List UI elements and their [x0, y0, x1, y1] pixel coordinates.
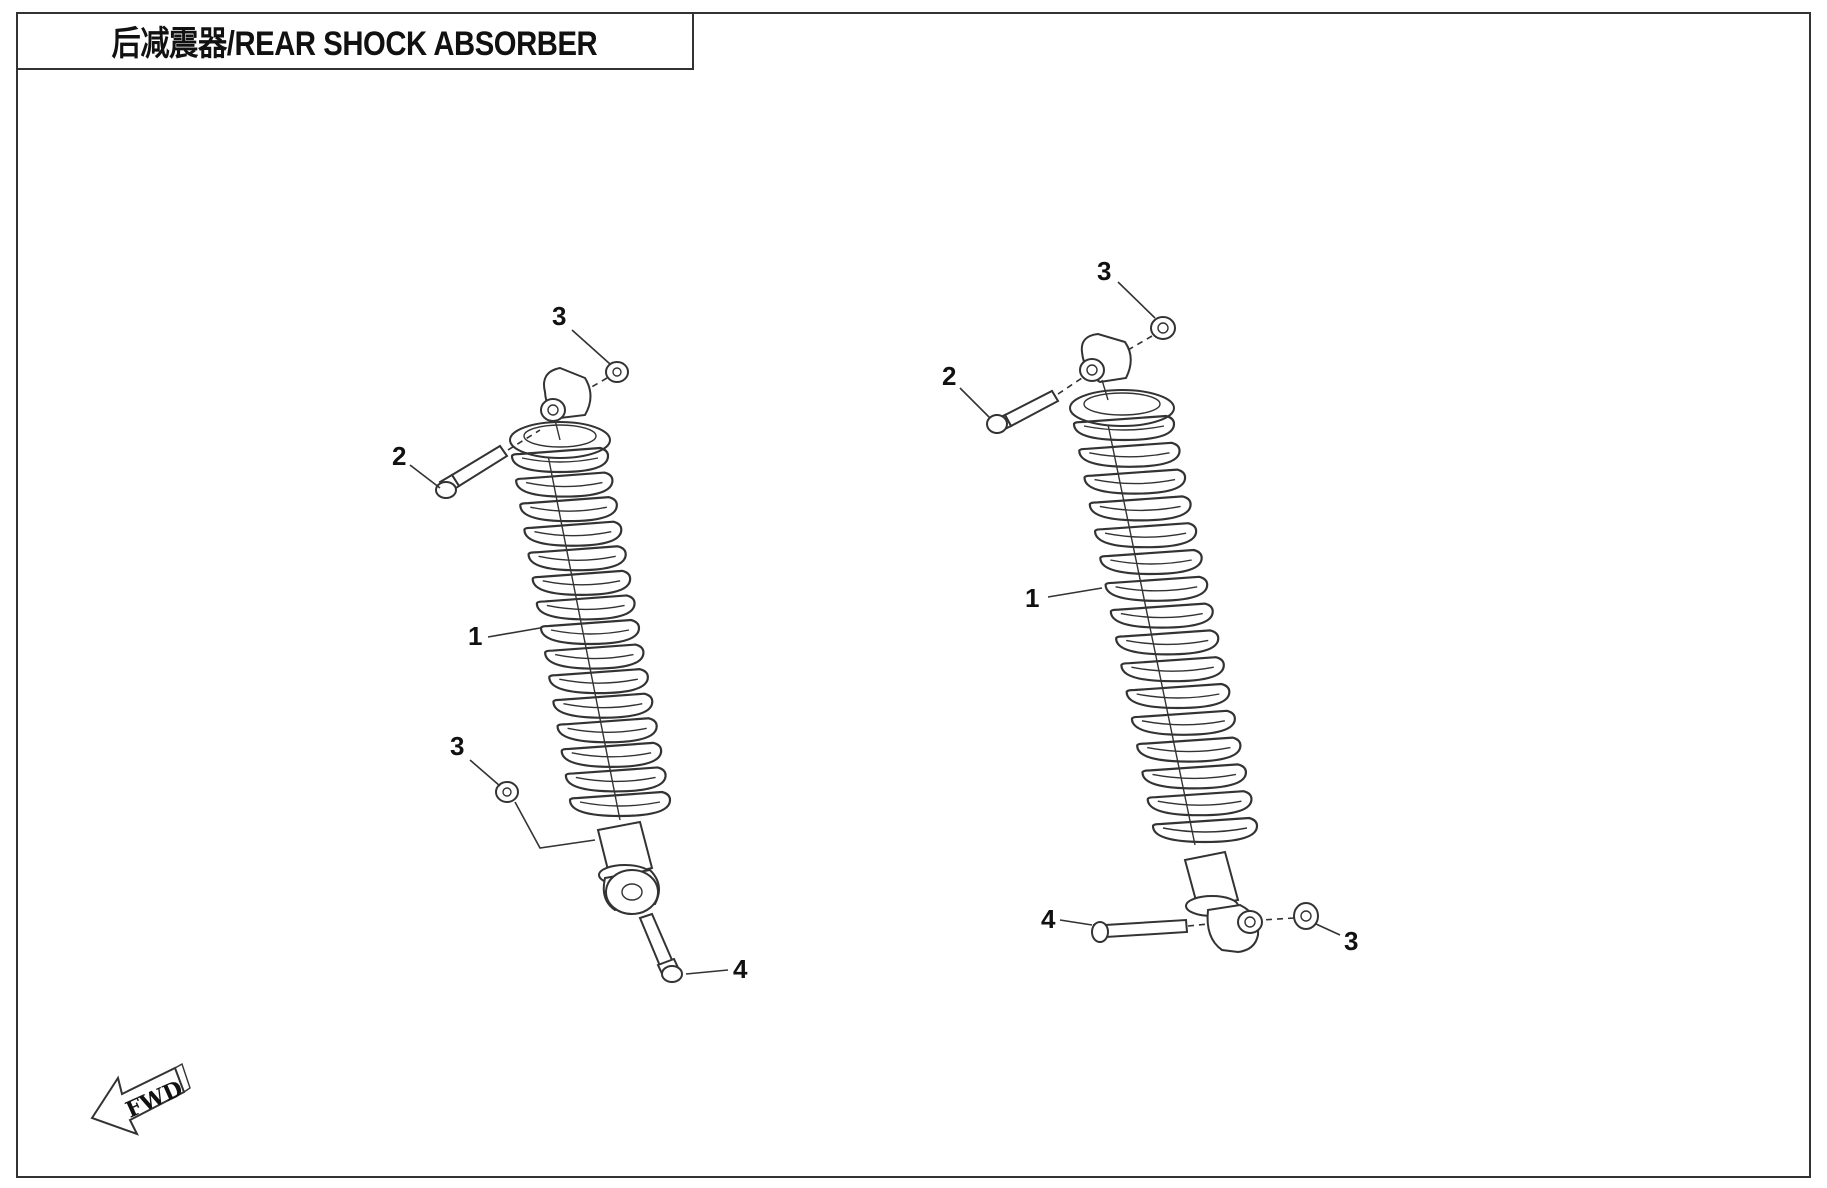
spring-coil-inner — [542, 580, 621, 586]
diagram-title: 后减震器/REAR SHOCK ABSORBER — [111, 24, 597, 63]
right-coil-spring — [1072, 414, 1259, 844]
spring-coil-inner — [1157, 800, 1242, 806]
left-shock-absorber[interactable] — [509, 366, 672, 915]
right-callouts: 1 2 3 4 3 — [942, 256, 1358, 956]
left-lower-body — [596, 820, 654, 880]
spring-coil-turn — [568, 790, 672, 818]
spring-coil-inner — [567, 727, 647, 733]
spring-coil-turn — [1120, 656, 1225, 683]
right-callout-2: 2 — [942, 361, 956, 391]
spring-coil-inner — [521, 457, 599, 463]
drawing-frame — [16, 12, 1811, 1178]
spring-coil-inner — [1147, 746, 1231, 753]
left-upper-nut[interactable] — [589, 361, 629, 389]
left-callout-3-bottom: 3 — [450, 731, 464, 761]
spring-coil-inner — [530, 506, 608, 512]
spring-coil-turn — [519, 496, 618, 523]
spring-coil-inner — [1131, 666, 1214, 672]
left-upper-bolt[interactable] — [435, 429, 541, 499]
fwd-direction-arrow: FWD — [90, 1062, 191, 1136]
spring-coil-turn — [1083, 468, 1187, 495]
left-callout-1: 1 — [468, 621, 482, 651]
spring-coil-turn — [535, 594, 636, 621]
right-callout-3-bottom: 3 — [1344, 926, 1358, 956]
right-callout-3-top: 3 — [1097, 256, 1111, 286]
spring-coil-turn — [1146, 790, 1253, 817]
left-callout-3-top: 3 — [552, 301, 566, 331]
spring-coil-turn — [1136, 736, 1242, 763]
spring-coil-inner — [546, 604, 625, 611]
spring-coil-turn — [1088, 495, 1192, 522]
right-shock-absorber[interactable] — [1069, 332, 1263, 954]
spring-coil-inner — [525, 481, 603, 488]
spring-coil-turn — [1093, 522, 1198, 549]
spring-coil-inner — [563, 703, 643, 709]
right-lower-bolt[interactable] — [1091, 918, 1209, 943]
spring-coil-turn — [552, 692, 654, 719]
spring-coil-inner — [1120, 612, 1203, 619]
left-callout-2: 2 — [392, 441, 406, 471]
spring-coil-inner — [550, 629, 630, 635]
spring-coil-turn — [1099, 548, 1203, 576]
spring-coil-turn — [515, 471, 614, 498]
spring-coil-inner — [1099, 505, 1181, 512]
right-callout-4: 4 — [1041, 904, 1056, 934]
spring-coil-inner — [1083, 425, 1165, 431]
left-lower-nut[interactable] — [495, 781, 596, 849]
right-lower-nut[interactable] — [1261, 902, 1319, 930]
spring-coil-inner — [575, 776, 656, 783]
spring-coil-turn — [548, 668, 649, 695]
spring-coil-inner — [1141, 720, 1226, 726]
spring-coil-turn — [556, 717, 658, 744]
spring-coil-inner — [555, 653, 634, 660]
spring-coil-inner — [1136, 693, 1220, 699]
left-lower-bolt[interactable] — [638, 912, 683, 983]
spring-coil-turn — [1125, 682, 1231, 710]
spring-coil-inner — [538, 555, 616, 561]
title-box: 后减震器/REAR SHOCK ABSORBER — [16, 12, 694, 70]
spring-coil-inner — [1089, 452, 1170, 458]
spring-coil-inner — [571, 752, 652, 758]
left-callout-4: 4 — [733, 954, 748, 984]
spring-coil-turn — [1072, 414, 1176, 442]
spring-coil-turn — [544, 643, 645, 670]
spring-coil-inner — [1094, 478, 1176, 485]
spring-coil-turn — [564, 766, 667, 793]
spring-coil-turn — [1078, 441, 1181, 468]
spring-coil-turn — [1130, 709, 1236, 736]
spring-coil-inner — [1110, 559, 1192, 565]
right-upper-bolt[interactable] — [986, 377, 1083, 434]
right-callout-1: 1 — [1025, 583, 1039, 613]
right-lower-body — [1183, 850, 1240, 910]
spring-coil-inner — [534, 531, 612, 537]
spring-coil-inner — [1125, 639, 1209, 646]
spring-coil-inner — [1162, 827, 1248, 833]
left-coil-spring — [510, 446, 672, 818]
spring-coil-turn — [527, 545, 627, 572]
spring-coil-inner — [579, 801, 661, 807]
spring-coil-turn — [1115, 629, 1220, 656]
spring-coil-turn — [523, 520, 623, 547]
spring-coil-turn — [531, 569, 632, 596]
spring-coil-turn — [510, 446, 610, 474]
spring-coil-inner — [1152, 773, 1237, 780]
spring-coil-turn — [539, 618, 641, 646]
spring-coil-turn — [1109, 602, 1214, 629]
spring-coil-inner — [1104, 532, 1187, 538]
spring-coil-turn — [1104, 575, 1209, 602]
right-upper-nut[interactable] — [1127, 316, 1176, 351]
left-callouts: 1 2 3 3 4 — [392, 301, 748, 984]
spring-coil-inner — [1115, 586, 1198, 592]
spring-coil-turn — [1151, 816, 1259, 844]
spring-coil-inner — [559, 678, 638, 684]
spring-coil-turn — [1141, 763, 1248, 790]
spring-coil-turn — [560, 741, 663, 768]
left-lower-eye — [605, 869, 659, 915]
